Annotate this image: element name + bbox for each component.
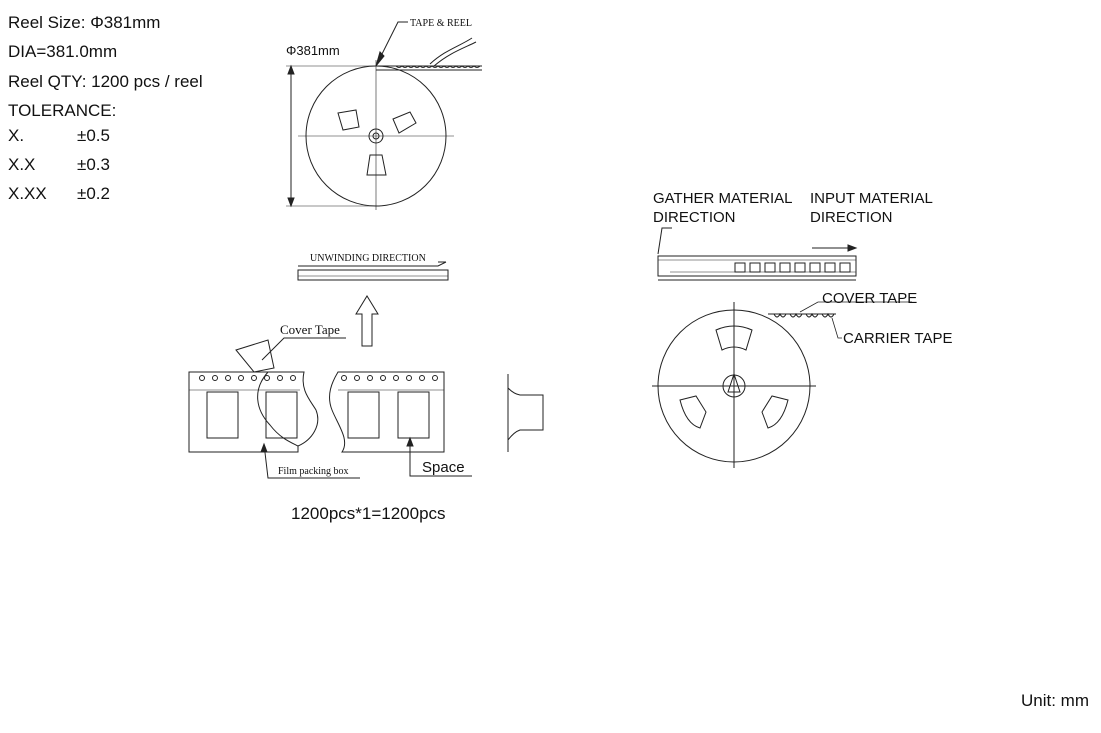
tape-segment-right <box>329 371 445 453</box>
reel-qty-text: Reel QTY: 1200 pcs / reel <box>8 71 203 91</box>
sprocket-hole <box>367 375 373 381</box>
arrow-head <box>287 197 295 208</box>
tape-pockets <box>773 312 835 318</box>
tape-pocket <box>347 391 380 439</box>
sprocket-hole <box>393 375 399 381</box>
space-leader <box>409 438 472 477</box>
space-label: Space <box>422 459 465 476</box>
tape-pocket <box>839 262 851 273</box>
right-diagram: GATHER MATERIAL DIRECTION INPUT MATERIAL… <box>652 190 952 468</box>
sprocket-hole <box>354 375 360 381</box>
film-box-label: Film packing box <box>278 466 349 477</box>
tape-pocket <box>265 391 298 439</box>
unwinding-arrow <box>298 261 447 267</box>
up-arrow-icon <box>355 295 379 347</box>
reel-window <box>366 154 387 176</box>
gather-label-2: DIRECTION <box>653 209 736 226</box>
reel-window <box>337 109 360 131</box>
top-reel: Φ381mm TAPE & REEL <box>286 18 482 210</box>
cover-tape-leader <box>799 301 912 313</box>
carrier-tape-leader <box>831 317 842 339</box>
carrier-tape-label: CARRIER TAPE <box>843 330 952 347</box>
tolerance-row: X. ±0.5 <box>8 126 110 146</box>
tape-pocket <box>824 262 836 273</box>
tape-pocket <box>764 262 776 273</box>
sprocket-hole <box>212 375 218 381</box>
tolerance-value: ±0.5 <box>77 126 110 145</box>
tape-pockets <box>395 65 481 68</box>
reel-window <box>392 111 417 134</box>
arrow-head <box>847 244 858 252</box>
tape-pocket <box>809 262 821 273</box>
tape-segment-cut <box>268 371 319 447</box>
reel-window <box>761 395 789 429</box>
arrow-head <box>406 436 414 447</box>
reel-window <box>679 395 707 429</box>
sprocket-hole <box>264 375 270 381</box>
tolerance-row: X.XX ±0.2 <box>8 184 110 204</box>
input-label-1: INPUT MATERIAL <box>810 190 933 207</box>
sprocket-hole <box>290 375 296 381</box>
unit-label: Unit: mm <box>1021 691 1089 710</box>
dia-text: DIA=381.0mm <box>8 42 118 62</box>
tape-strip <box>297 269 449 281</box>
reel-size-text: Reel Size: Φ381mm <box>8 13 161 32</box>
tolerance-key: X.XX <box>8 184 47 203</box>
unwinding-label: UNWINDING DIRECTION <box>310 253 426 264</box>
sprocket-hole <box>199 375 205 381</box>
tape-pocket <box>749 262 761 273</box>
arrow-head <box>260 442 268 453</box>
gather-leader <box>657 227 672 255</box>
sprocket-hole <box>341 375 347 381</box>
sprocket-hole <box>419 375 425 381</box>
side-profile <box>507 387 544 441</box>
tape-pocket <box>734 262 746 273</box>
total-quantity: 1200pcs*1=1200pcs <box>291 504 446 523</box>
film-box-leader <box>263 443 360 479</box>
tape-reel-leader <box>377 21 408 63</box>
spec-block: Reel Size: Φ381mm DIA=381.0mm Reel QTY: … <box>8 8 203 126</box>
tolerance-value: ±0.2 <box>77 184 110 203</box>
tape-reel-label: TAPE & REEL <box>410 18 472 29</box>
sprocket-hole <box>432 375 438 381</box>
tolerance-row: X.X ±0.3 <box>8 155 110 175</box>
cover-tape-label: COVER TAPE <box>822 290 917 307</box>
gather-label-1: GATHER MATERIAL <box>653 190 792 207</box>
arrow-head <box>375 51 385 67</box>
tape-strip <box>657 255 857 277</box>
cover-tape-peel <box>429 37 473 65</box>
arrow-head <box>287 64 295 75</box>
cover-tape-label: Cover Tape <box>280 322 340 337</box>
tape-pocket <box>397 391 430 439</box>
tolerance-title: TOLERANCE: <box>8 101 117 121</box>
tape-pocket <box>794 262 806 273</box>
tape-segment-left <box>188 371 299 453</box>
tolerance-key: X.X <box>8 155 36 174</box>
tape-pocket <box>779 262 791 273</box>
tolerance-key: X. <box>8 126 25 145</box>
carrier-tape-section: Cover Tape Film packing box Space <box>188 322 544 479</box>
tolerance-value: ±0.3 <box>77 155 110 174</box>
sprocket-hole <box>225 375 231 381</box>
sprocket-hole <box>406 375 412 381</box>
reel-window <box>715 325 753 351</box>
sprocket-hole <box>251 375 257 381</box>
sprocket-hole <box>380 375 386 381</box>
tape-pocket <box>206 391 239 439</box>
cover-tape-peel <box>433 41 477 67</box>
sprocket-hole <box>238 375 244 381</box>
input-label-2: DIRECTION <box>810 209 893 226</box>
sprocket-hole <box>277 375 283 381</box>
cover-tape-leader <box>261 337 346 361</box>
peeled-cover-tape <box>235 339 275 373</box>
diameter-label: Φ381mm <box>286 43 340 58</box>
unwinding-tape: UNWINDING DIRECTION <box>297 253 449 347</box>
